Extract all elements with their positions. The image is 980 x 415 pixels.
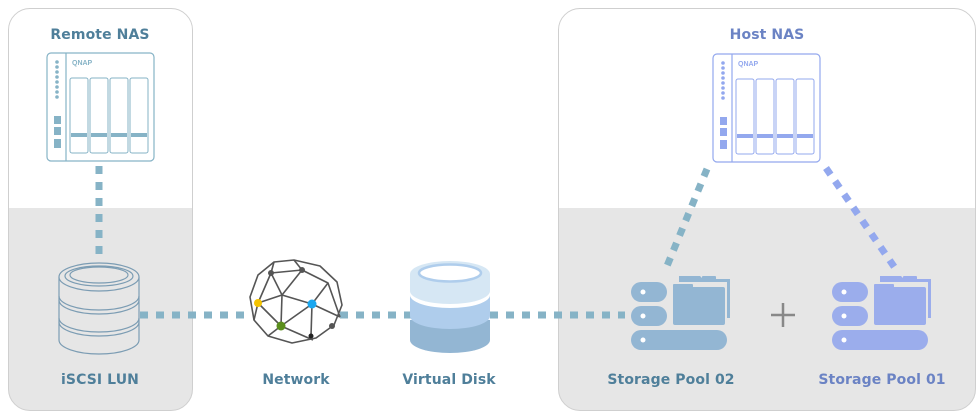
network-globe-icon: [249, 259, 343, 344]
host-nas-title: Host NAS: [729, 27, 805, 43]
storage-pool-01-label: Storage Pool 01: [818, 372, 946, 388]
plus-operator-icon: [771, 303, 795, 327]
virtual-disk-label: Virtual Disk: [402, 372, 496, 388]
network-label: Network: [262, 372, 330, 388]
remote-nas-device-icon: QNAP: [46, 52, 155, 162]
link-host-nas-to-pool-02: [663, 167, 711, 268]
svg-text:QNAP: QNAP: [738, 61, 759, 68]
iscsi-lun-label: iSCSI LUN: [61, 372, 139, 388]
virtual-disk-icon: [410, 261, 490, 353]
database-outline-icon: [58, 262, 140, 355]
remote-nas-title: Remote NAS: [50, 27, 150, 43]
link-host-nas-to-pool-01: [823, 166, 898, 270]
svg-text:QNAP: QNAP: [72, 60, 93, 67]
storage-pool-02-label: Storage Pool 02: [607, 372, 735, 388]
storage-pool-01-icon: [832, 276, 931, 350]
host-nas-device-icon: QNAP: [712, 53, 821, 163]
storage-pool-02-icon: [631, 276, 730, 350]
